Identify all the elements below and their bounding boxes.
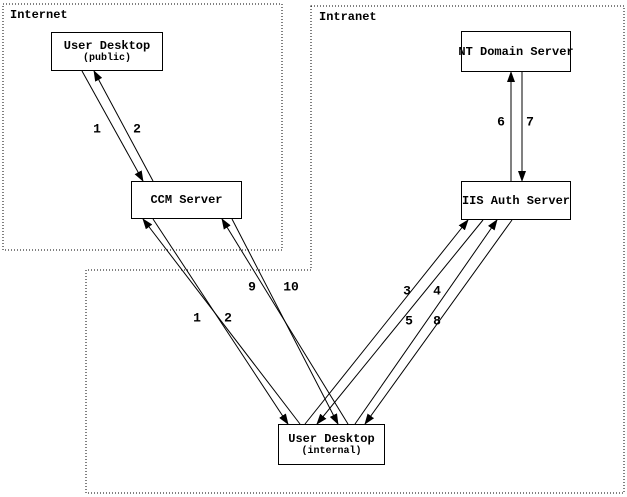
edge-iis-to-internal-desktop-2 [364, 219, 513, 425]
edge-internal-desktop-to-ccm [142, 218, 301, 425]
intranet-zone-outline [85, 5, 625, 494]
user-desktop-internal-subtitle: (internal) [301, 446, 362, 457]
nt-domain-server-title: NT Domain Server [458, 44, 574, 59]
edge-label-ccm-to-internal-desktop-2: 10 [283, 280, 299, 295]
user-desktop-internal-title: User Desktop [288, 432, 375, 446]
edge-ccm-to-internal-desktop-2 [231, 218, 339, 425]
iis-auth-server-box: IIS Auth Server [461, 181, 571, 220]
user-desktop-public-subtitle: (public) [82, 53, 131, 64]
edge-label-iis-to-internal-desktop: 4 [433, 284, 441, 299]
user-desktop-public-title: User Desktop [63, 39, 151, 53]
intranet-zone-label: Intranet [319, 10, 377, 24]
internet-zone-label: Internet [10, 8, 68, 22]
edge-label-internal-desktop-to-ccm: 1 [193, 311, 201, 326]
edge-internal-desktop-to-iis-2 [354, 219, 498, 425]
ccm-server-title: CCM Server [150, 193, 223, 207]
edge-label-iis-to-nt-domain: 6 [497, 115, 505, 130]
edge-label-internal-desktop-to-ccm-2: 9 [248, 280, 256, 295]
user-desktop-public-box: User Desktop (public) [51, 32, 163, 71]
edge-label-nt-domain-to-iis: 7 [526, 115, 534, 130]
internet-zone-outline [2, 3, 283, 251]
edge-label-internal-desktop-to-iis-2: 5 [405, 314, 413, 329]
user-desktop-internal-box: User Desktop (internal) [278, 424, 385, 465]
edge-ccm-to-internal-desktop [152, 218, 289, 425]
edge-label-ccm-to-internal-desktop: 2 [224, 311, 232, 326]
edge-public-desktop-to-ccm [81, 70, 144, 182]
edge-iis-to-internal-desktop [316, 219, 484, 425]
edge-ccm-to-public-desktop [93, 70, 154, 182]
edge-label-public-desktop-to-ccm: 1 [93, 122, 101, 137]
ccm-server-box: CCM Server [131, 181, 242, 219]
edge-internal-desktop-to-iis [304, 219, 469, 425]
edge-label-ccm-to-public-desktop: 2 [133, 122, 141, 137]
nt-domain-server-box: NT Domain Server [458, 31, 574, 72]
iis-auth-server-title: IIS Auth Server [461, 193, 571, 208]
edge-label-internal-desktop-to-iis: 3 [403, 284, 411, 299]
edge-label-iis-to-internal-desktop-2: 8 [433, 314, 441, 329]
